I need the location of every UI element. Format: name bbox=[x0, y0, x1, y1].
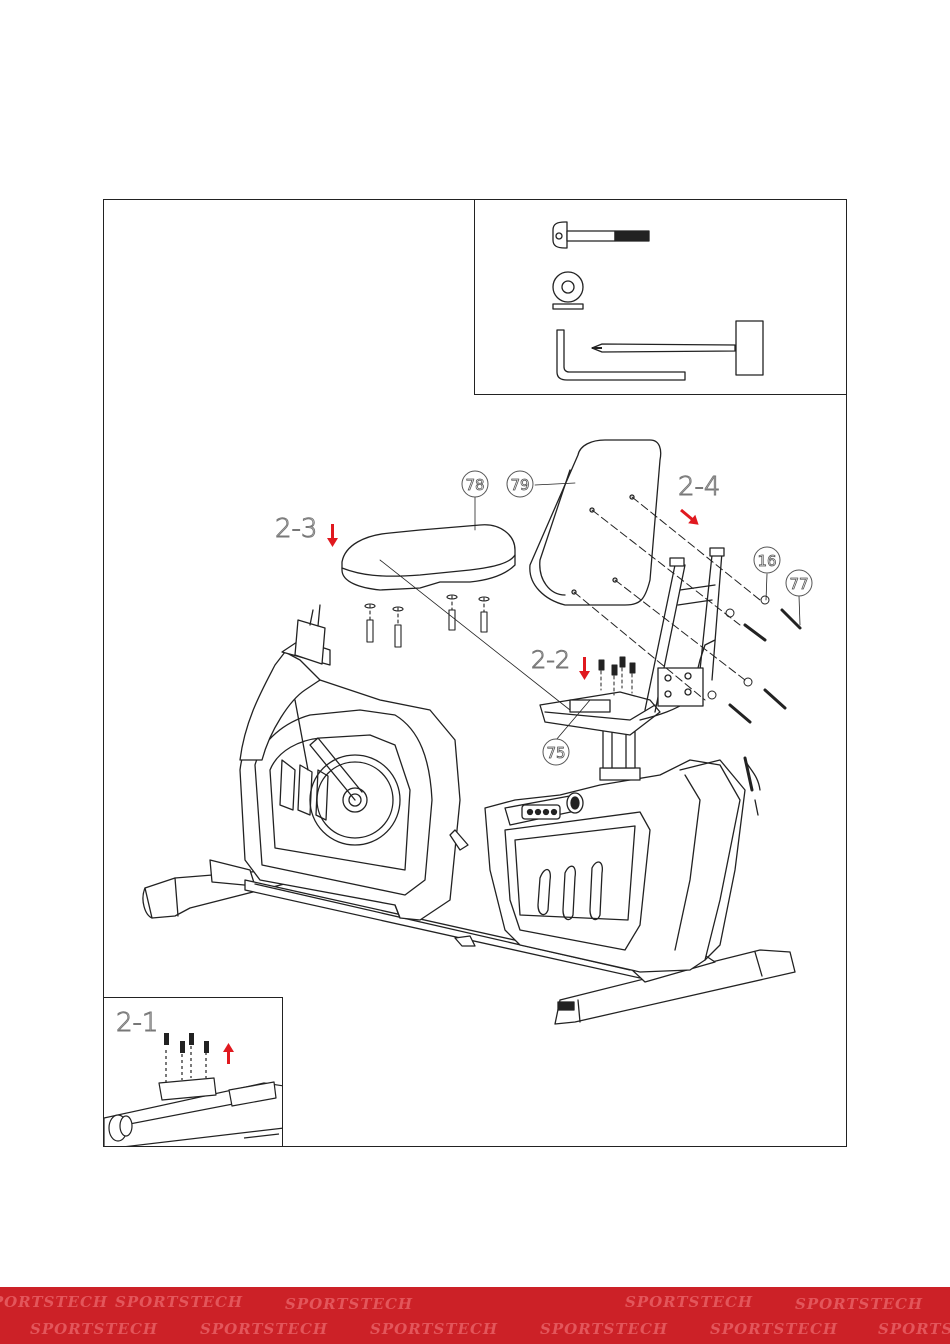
brand-watermark: SPORTSTECH bbox=[795, 1295, 923, 1313]
screwdriver-icon bbox=[592, 321, 763, 375]
hardware-panel bbox=[474, 199, 847, 395]
step-2-3-label: 2-3 bbox=[275, 514, 317, 544]
callout-75-label: 75 bbox=[546, 744, 565, 762]
brand-watermark: SPORTSTECH bbox=[625, 1293, 753, 1311]
seat-cushion bbox=[342, 525, 515, 590]
arrow-up-icon bbox=[223, 1043, 234, 1064]
brand-watermark: SPORTSTECH bbox=[200, 1320, 328, 1338]
brand-watermark: SPORTSTECH bbox=[115, 1293, 243, 1311]
arrow-down-icon bbox=[579, 657, 590, 680]
step-2-4-label: 2-4 bbox=[678, 472, 720, 502]
bolt-icon bbox=[553, 222, 649, 248]
arrow-diagonal-icon bbox=[677, 506, 702, 529]
step-2-1-label: 2-1 bbox=[116, 1008, 158, 1038]
callout-78-label: 78 bbox=[465, 476, 484, 494]
brand-watermark: SPORTSTECH bbox=[285, 1295, 413, 1313]
callout-77-label: 77 bbox=[789, 575, 808, 593]
brand-watermark: SPORTSTECH bbox=[710, 1320, 838, 1338]
rear-housing bbox=[485, 758, 760, 972]
brand-footer: SPORTSTECH SPORTSTECH SPORTSTECH SPORTST… bbox=[0, 1287, 950, 1344]
hex-key-icon bbox=[557, 330, 685, 380]
brand-watermark: SPORTSTECH bbox=[30, 1320, 158, 1338]
backrest bbox=[530, 440, 661, 605]
callout-79-label: 79 bbox=[510, 476, 529, 494]
brand-watermark: SPORTSTECH bbox=[370, 1320, 498, 1338]
step-2-2-label: 2-2 bbox=[531, 646, 570, 674]
brand-watermark: SPORTSTECH bbox=[878, 1320, 950, 1338]
washer-icon bbox=[553, 272, 583, 309]
brand-watermark: SPORTSTECH bbox=[0, 1293, 108, 1311]
inset-step-2-1: 2-1 bbox=[103, 997, 283, 1147]
slider-bolts bbox=[599, 657, 635, 695]
brand-watermark: SPORTSTECH bbox=[540, 1320, 668, 1338]
seat-bolts bbox=[365, 595, 489, 647]
hardware-illustration bbox=[475, 200, 848, 396]
arrow-down-icon bbox=[327, 524, 338, 547]
callout-16-label: 16 bbox=[757, 552, 776, 570]
inset-illustration: 2-1 bbox=[104, 998, 283, 1147]
